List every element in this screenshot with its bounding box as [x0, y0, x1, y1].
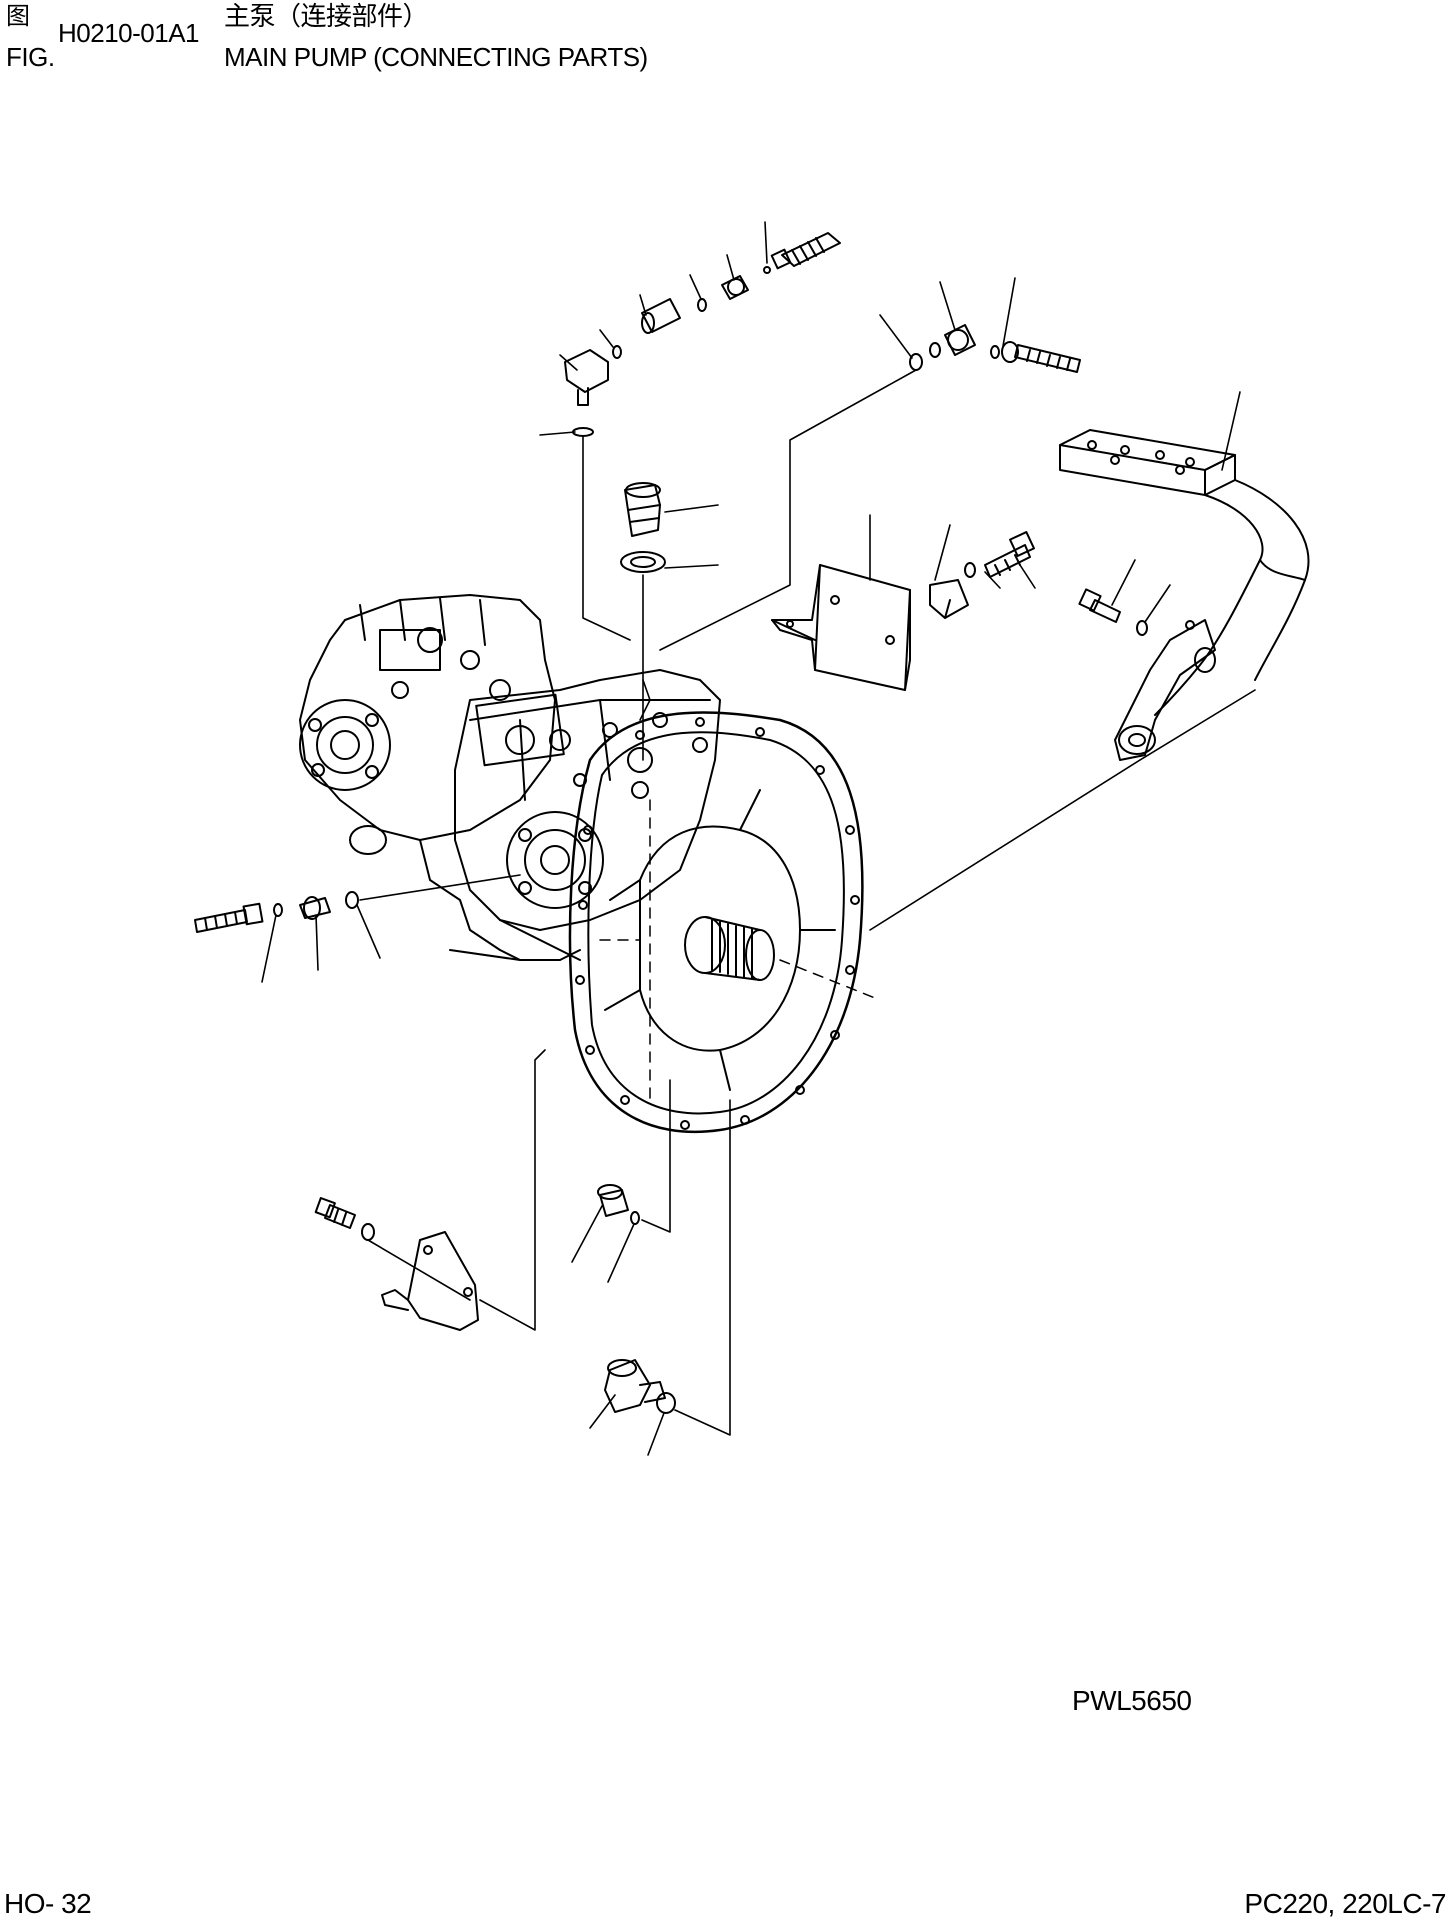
machine-model: PC220, 220LC-7	[1244, 1888, 1446, 1919]
pump-mounting-flange	[570, 712, 880, 1131]
bracket-cover	[772, 532, 1034, 690]
leader-lines	[262, 222, 1255, 1455]
figure-label-cn: 图	[6, 2, 30, 30]
lower-left-fittings	[195, 892, 358, 932]
main-pump-body	[300, 595, 720, 960]
illustration-code: PWL5650	[1072, 1685, 1192, 1716]
figure-title-en: MAIN PUMP (CONNECTING PARTS)	[224, 42, 648, 72]
bottom-parts	[316, 1185, 675, 1413]
figure-title-cn: 主泵（连接部件）	[224, 2, 429, 32]
support-bracket	[1060, 430, 1309, 760]
figure-label-en: FIG.	[6, 42, 55, 72]
top-fittings	[565, 233, 1080, 572]
page-number: HO- 32	[4, 1888, 92, 1919]
figure-code: H0210-01A1	[58, 18, 200, 48]
